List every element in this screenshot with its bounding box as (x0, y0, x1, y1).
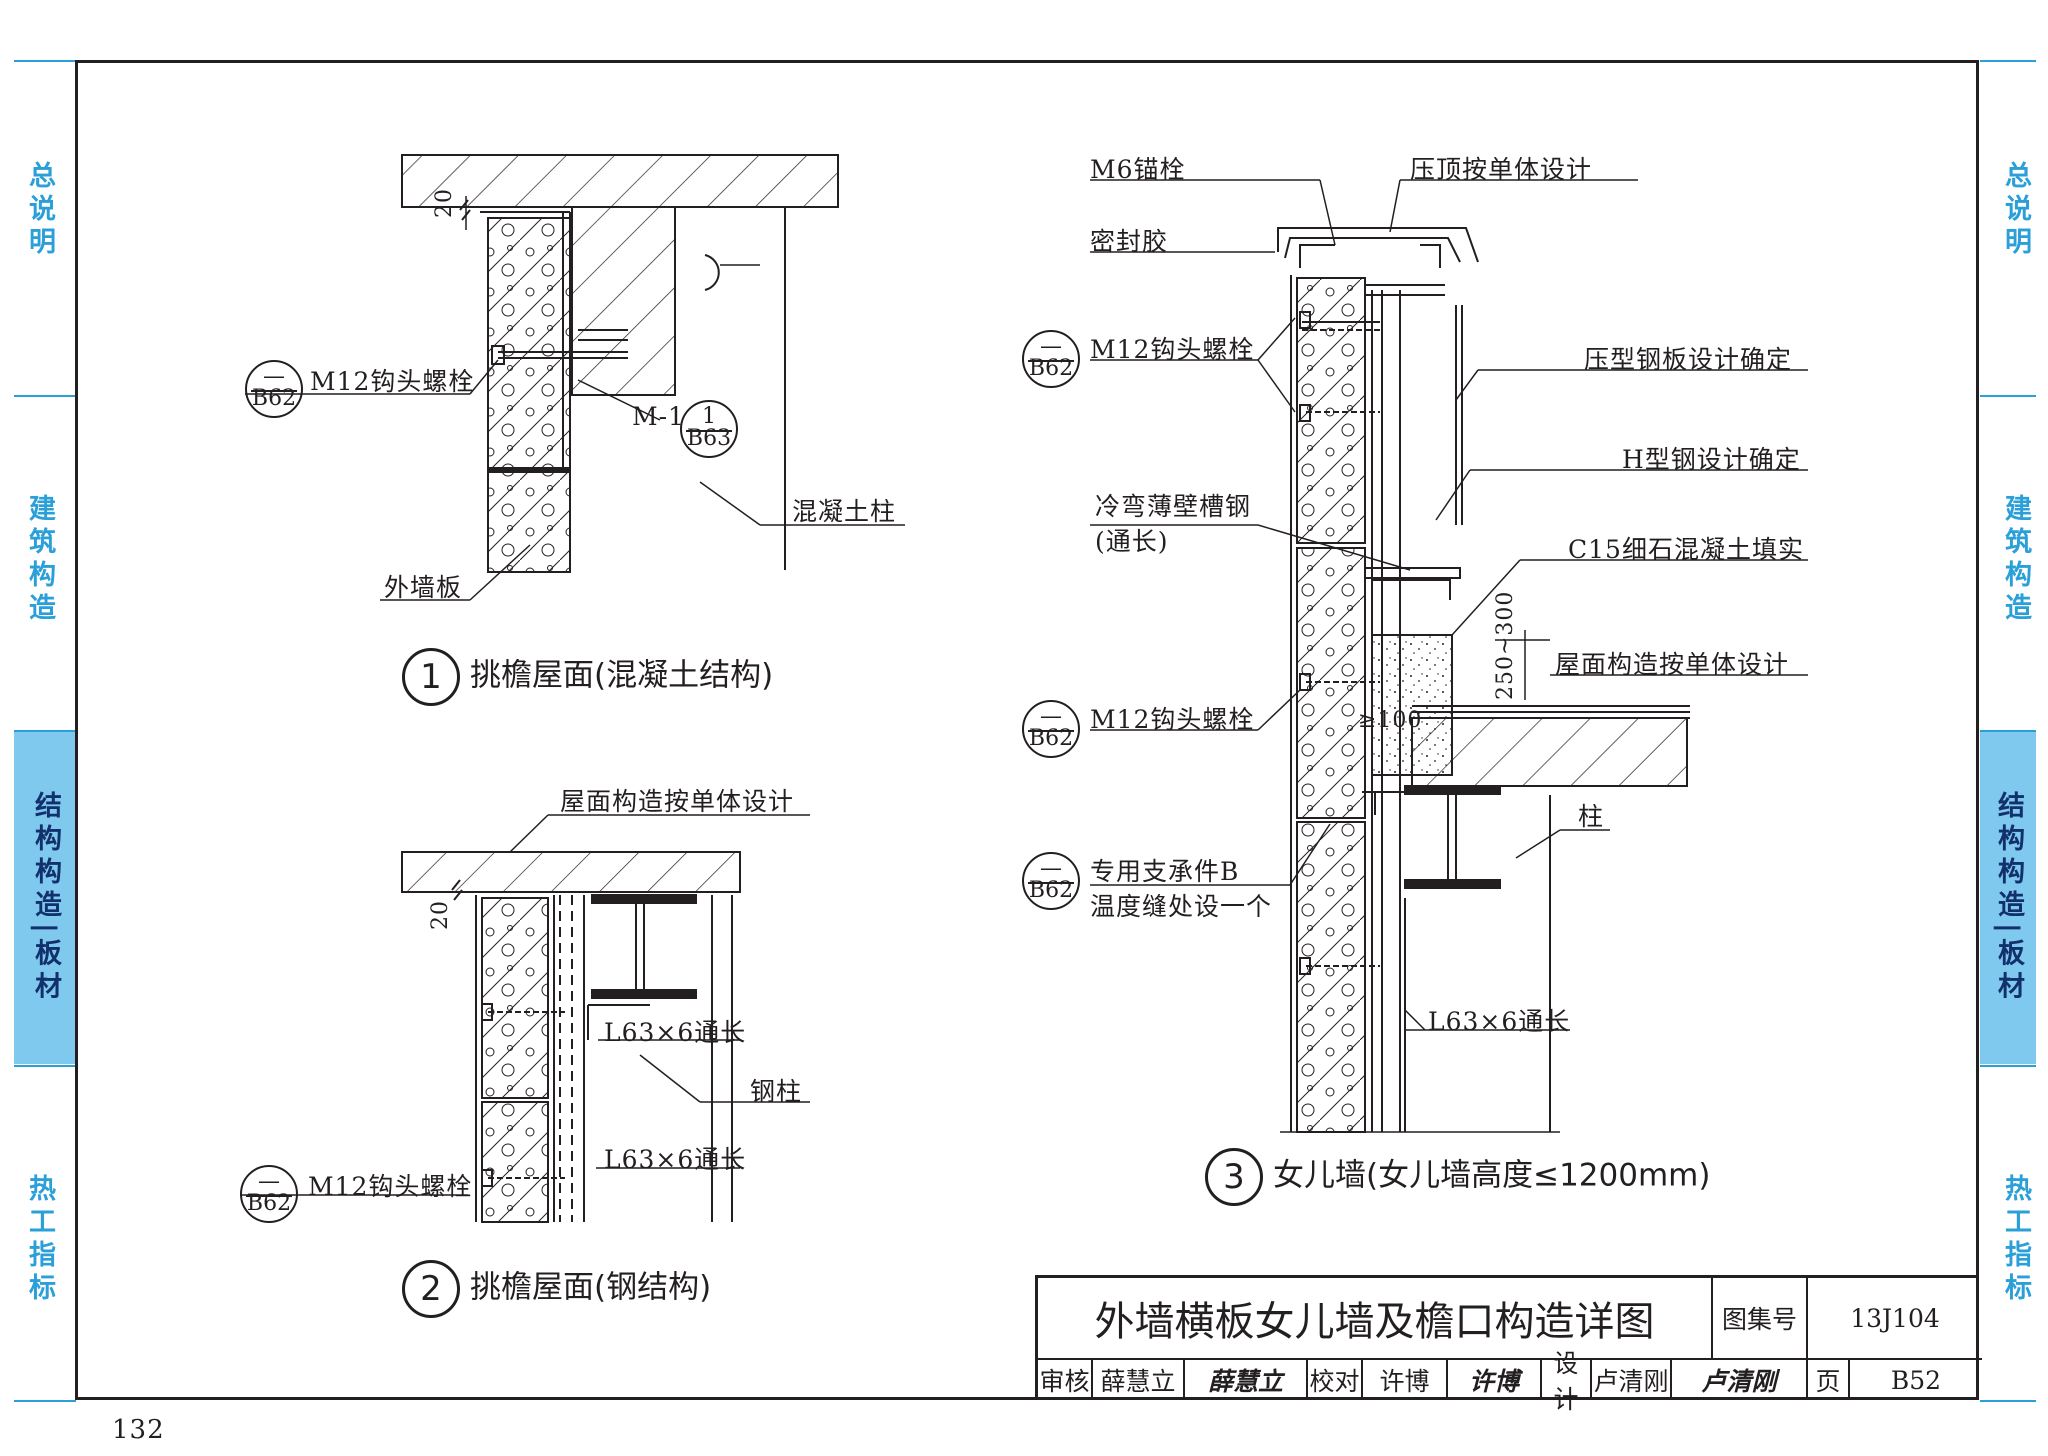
d2-title-number: 2 (402, 1260, 460, 1318)
d3-ref-2-top: — (1040, 704, 1062, 729)
d3-m6-label: M6锚栓 (1090, 155, 1186, 184)
d1-title: 1 挑檐屋面(混凝土结构) (402, 648, 773, 706)
sidebar-left-architecture-label: 建筑构造 (24, 494, 55, 626)
d3-column-label: 柱 (1578, 802, 1605, 831)
d3-ref-2-bottom: B62 (1028, 726, 1074, 751)
d3-dim-height: 250~300 (1493, 590, 1518, 700)
d1-m1-label: M-1 (632, 402, 685, 431)
d2-roof-label: 屋面构造按单体设计 (560, 787, 795, 816)
atlas-no: 13J104 (1808, 1278, 1982, 1360)
page-no: B52 (1848, 1360, 1982, 1400)
d2-bolt-ref-top: — (258, 1169, 280, 1194)
d1-dim-20: 20 (432, 188, 457, 218)
d3-ref-1[interactable]: —B62 (1022, 330, 1080, 388)
page-number: 132 (112, 1415, 165, 1445)
d2-angle-label-2: L63×6通长 (604, 1145, 747, 1174)
d3-title-number: 3 (1205, 1148, 1263, 1206)
checker: 许博 (1363, 1360, 1448, 1400)
d1-panel-label: 外墙板 (384, 573, 463, 602)
sidebar-right-general-label: 总说明 (2000, 160, 2031, 260)
design-label: 设计 (1542, 1349, 1592, 1414)
design-signature: 卢清刚 (1672, 1360, 1808, 1400)
sidebar-right-architecture[interactable]: 建筑构造 (1980, 470, 2048, 650)
sidebar-right-thermal[interactable]: 热工指标 (1980, 1150, 2048, 1330)
d2-bolt-ref[interactable]: —B62 (240, 1165, 298, 1223)
d1-bolt-label: M12钩头螺栓 (310, 367, 475, 396)
d3-bolt-label-2: M12钩头螺栓 (1090, 705, 1255, 734)
atlas-no-label: 图集号 (1713, 1278, 1808, 1360)
d3-coping-label: 压顶按单体设计 (1410, 155, 1593, 184)
drawing-title: 外墙横板女儿墙及檐口构造详图 (1038, 1278, 1713, 1360)
d3-ref-1-top: — (1040, 334, 1062, 359)
d3-ref-3-top: — (1040, 856, 1062, 881)
d3-sealant-label: 密封胶 (1090, 227, 1169, 256)
d1-bolt-ref[interactable]: —B62 (245, 360, 303, 418)
d2-steel-col-label: 钢柱 (750, 1077, 803, 1106)
review-label: 审核 (1038, 1360, 1093, 1400)
sidebar-left-general-label: 总说明 (24, 160, 55, 260)
page-label: 页 (1815, 1367, 1841, 1396)
designer: 卢清刚 (1592, 1360, 1672, 1400)
d1-m1-ref-bottom: B63 (686, 426, 732, 451)
d3-channel-label-2: (通长) (1095, 527, 1169, 556)
d3-title-text: 女儿墙(女儿墙高度≤1200mm) (1273, 1157, 1711, 1194)
d2-bolt-ref-bottom: B62 (246, 1191, 292, 1216)
sidebar-left-architecture[interactable]: 建筑构造 (0, 470, 78, 650)
sidebar-left-general[interactable]: 总说明 (0, 150, 78, 270)
sidebar-left-structure[interactable]: 结构构造|板材 (14, 732, 76, 1064)
d3-title: 3 女儿墙(女儿墙高度≤1200mm) (1205, 1148, 1710, 1206)
d2-bolt-label: M12钩头螺栓 (308, 1172, 473, 1201)
d3-channel-label: 冷弯薄壁槽钢 (1095, 492, 1252, 521)
d1-title-number: 1 (402, 648, 460, 706)
d3-ref-2[interactable]: —B62 (1022, 700, 1080, 758)
d1-title-text: 挑檐屋面(混凝土结构) (470, 657, 774, 694)
sidebar-right-thermal-label: 热工指标 (2000, 1174, 2031, 1306)
d1-bolt-ref-bottom: B62 (251, 386, 297, 411)
sidebar-right-general[interactable]: 总说明 (1980, 150, 2048, 270)
d2-dim-20: 20 (428, 900, 453, 930)
reviewer: 薛慧立 (1093, 1360, 1185, 1400)
sidebar-left-thermal-label: 热工指标 (24, 1174, 55, 1306)
d1-column-label: 混凝土柱 (792, 497, 897, 526)
d3-angle-label: L63×6通长 (1428, 1007, 1571, 1036)
sidebar-left-structure-label: 结构构造|板材 (30, 791, 61, 1005)
d3-ref-1-bottom: B62 (1028, 356, 1074, 381)
sidebar-right-structure[interactable]: 结构构造|板材 (1980, 732, 2036, 1064)
drawing-frame (75, 60, 1979, 1400)
sidebar-left-thermal[interactable]: 热工指标 (0, 1150, 78, 1330)
check-signature: 许博 (1448, 1360, 1542, 1400)
d3-ref-3[interactable]: —B62 (1022, 852, 1080, 910)
d3-roof-label: 屋面构造按单体设计 (1555, 650, 1790, 679)
d2-title-text: 挑檐屋面(钢结构) (470, 1269, 712, 1306)
d3-ref-3-bottom: B62 (1028, 878, 1074, 903)
d3-support-label: 专用支承件B (1090, 857, 1240, 886)
review-signature: 薛慧立 (1185, 1360, 1308, 1400)
d1-m1-ref-top: 1 (702, 404, 716, 429)
d3-c15-label: C15细石混凝土填实 (1568, 535, 1804, 564)
sidebar-right-architecture-label: 建筑构造 (2000, 494, 2031, 626)
sidebar-right-structure-label: 结构构造|板材 (1993, 791, 2024, 1005)
d2-title: 2 挑檐屋面(钢结构) (402, 1260, 711, 1318)
title-block: 外墙横板女儿墙及檐口构造详图 图集号 13J104 审核 薛慧立 薛慧立 校对 … (1035, 1275, 1982, 1414)
d3-h-steel-label: H型钢设计确定 (1622, 445, 1801, 474)
d3-steel-sheet-label: 压型钢板设计确定 (1584, 345, 1793, 374)
d1-bolt-ref-top: — (263, 364, 285, 389)
d3-support-label-2: 温度缝处设一个 (1090, 892, 1273, 921)
check-label: 校对 (1308, 1360, 1363, 1400)
d2-angle-label-1: L63×6通长 (604, 1018, 747, 1047)
d3-bolt-label-1: M12钩头螺栓 (1090, 335, 1255, 364)
d3-dim-100: ≥100 (1358, 708, 1423, 733)
